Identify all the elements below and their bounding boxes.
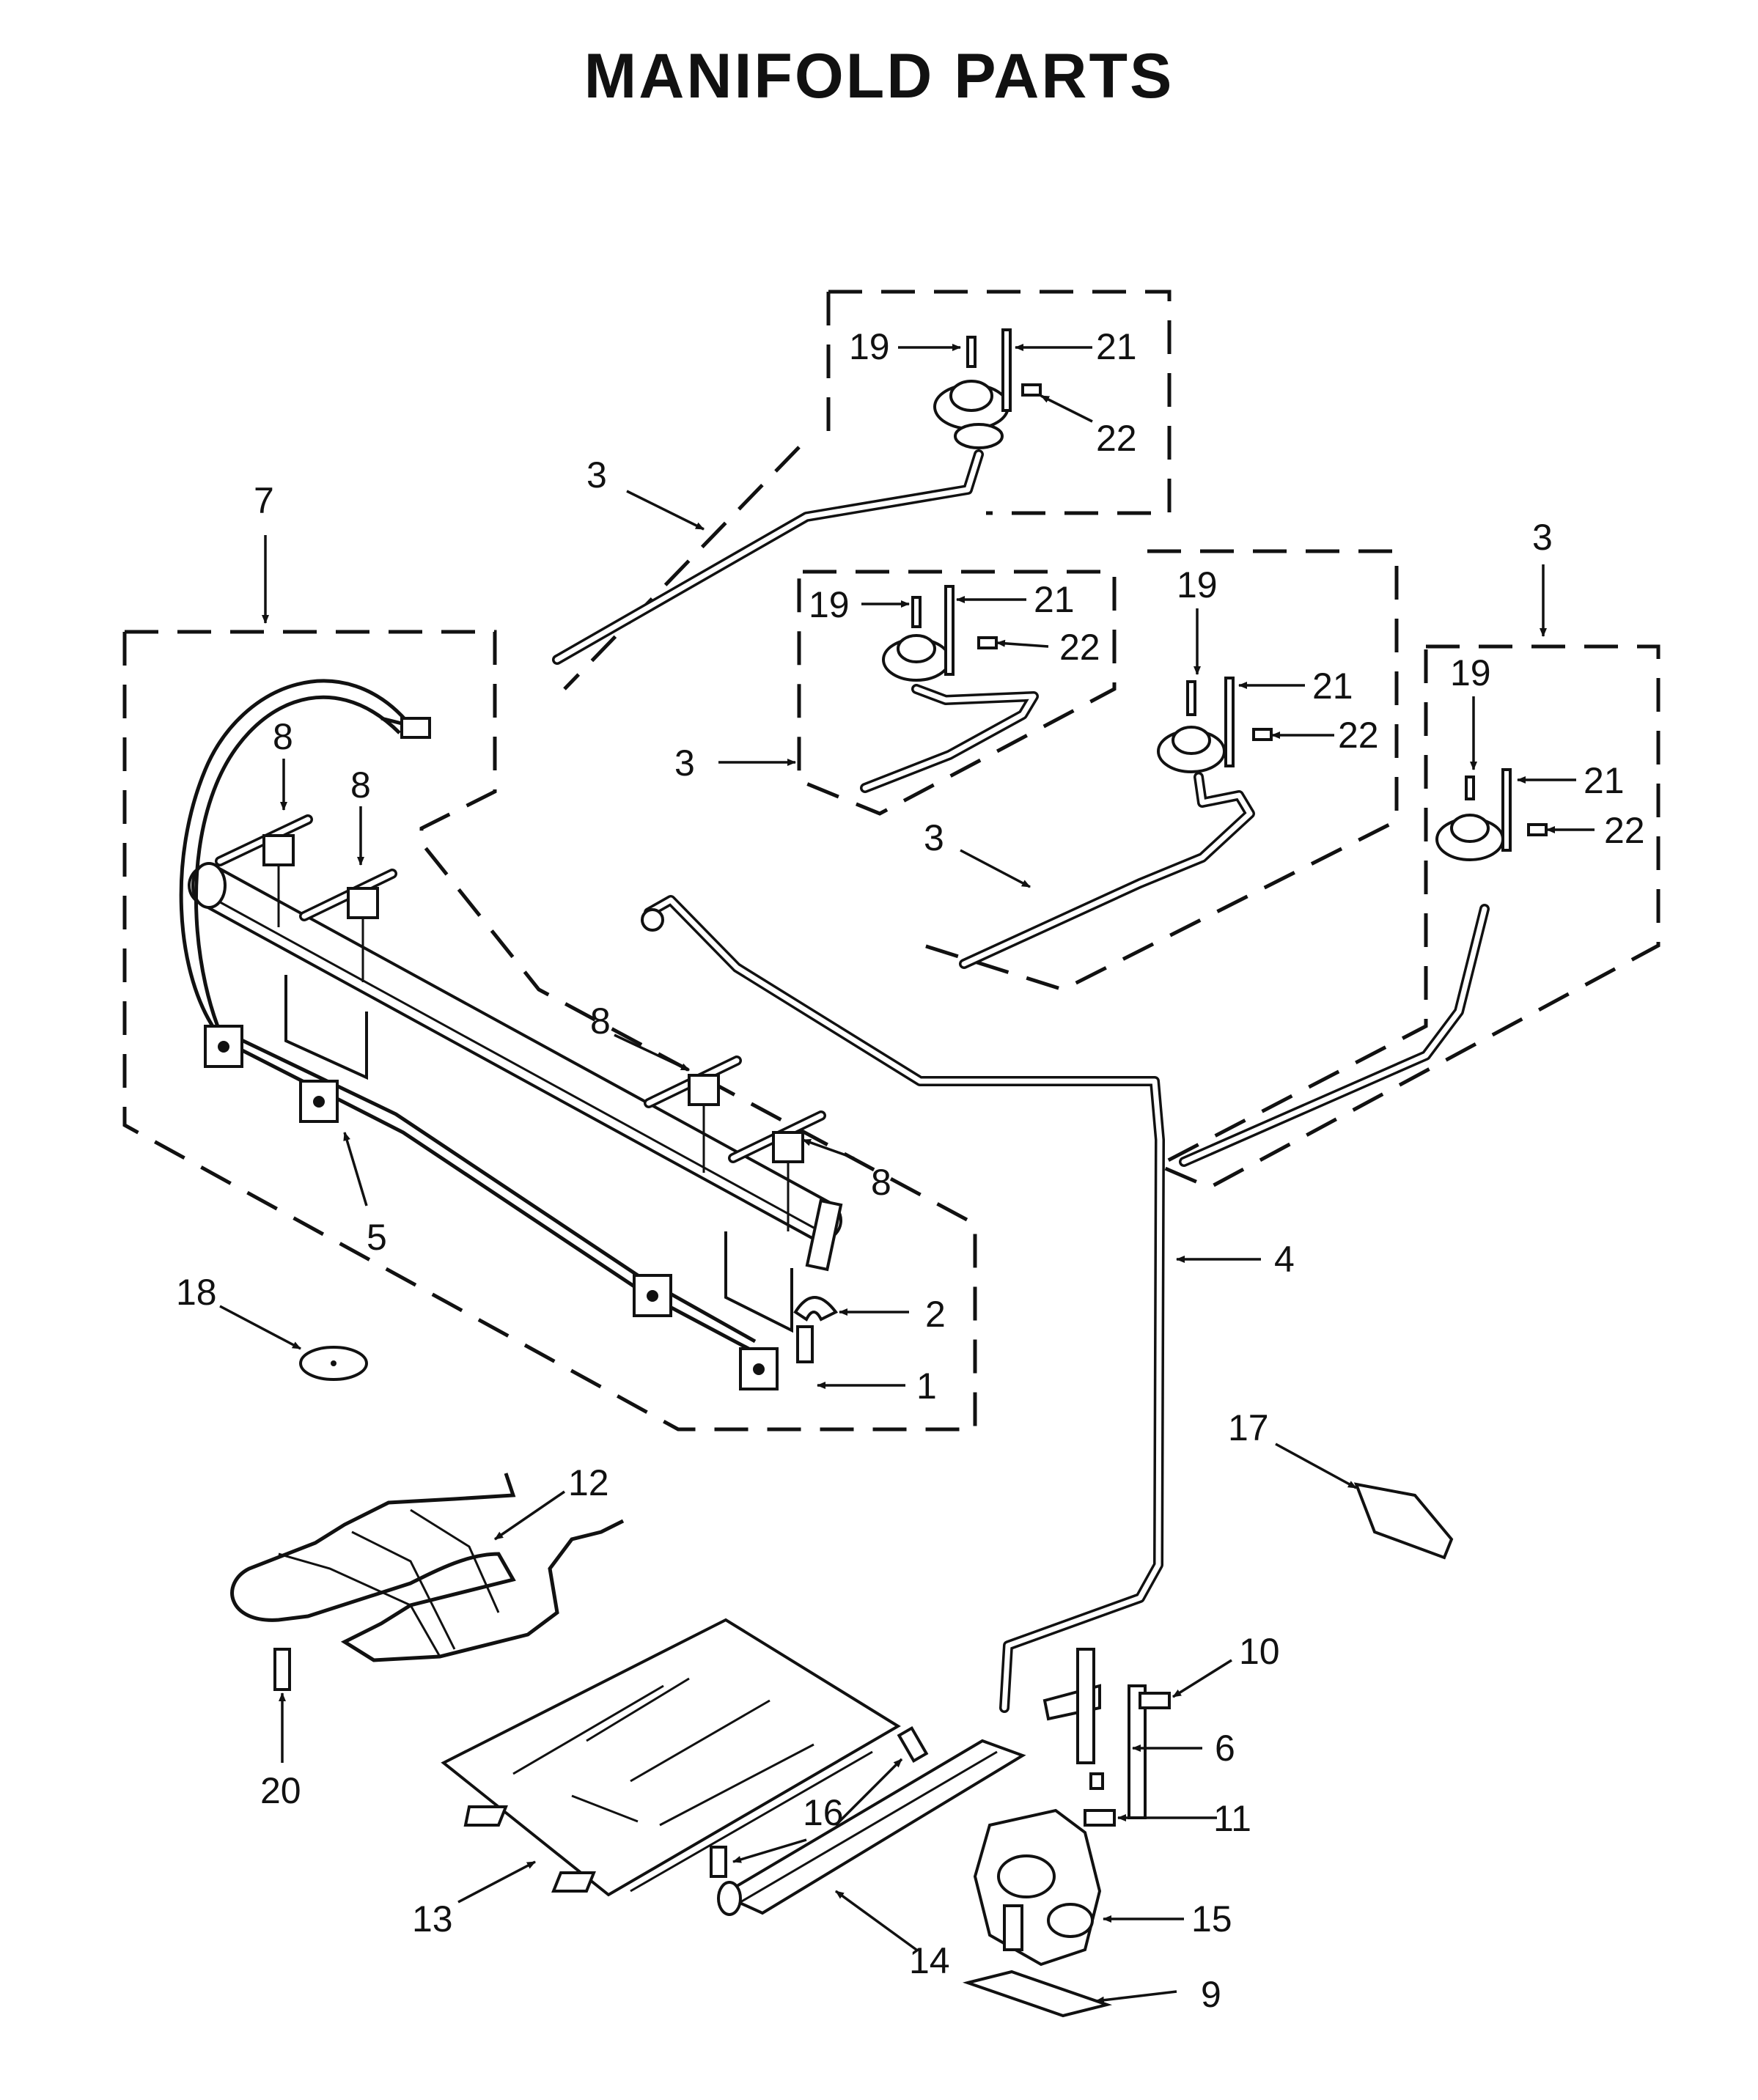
lower-parts [230, 1296, 1454, 2018]
valve-thermocouple [944, 585, 955, 676]
diagram-title: MANIFOLD PARTS [584, 41, 1174, 111]
callout-15: 15 [1191, 1898, 1232, 1939]
burner-valves [882, 328, 1548, 861]
element-screw [273, 1648, 291, 1691]
valve-right [1157, 677, 1273, 773]
callout-8: 8 [871, 1162, 891, 1203]
callout-8: 8 [590, 1001, 611, 1042]
valve-screw-11 [1084, 1809, 1116, 1827]
callout-14: 14 [909, 1940, 950, 1981]
callout-20: 20 [260, 1770, 301, 1811]
ignitor-clip-1 [204, 1025, 243, 1068]
screw [796, 1325, 814, 1363]
valve-clip [1021, 383, 1042, 397]
orifice-holder-4 [728, 1110, 826, 1231]
ignitor-clip-4 [739, 1347, 779, 1390]
orifice-holders [215, 814, 826, 1231]
callout-19: 19 [1177, 564, 1218, 605]
callout-21: 21 [1096, 326, 1137, 367]
valve-thermocouple [1501, 768, 1512, 852]
orifice-holder-2 [299, 869, 397, 982]
callout-22: 22 [1096, 418, 1137, 459]
burner-screw-2 [710, 1846, 727, 1878]
callout-21: 21 [1034, 579, 1075, 620]
manifold-pipe [188, 862, 843, 1333]
callout-4: 4 [1274, 1239, 1295, 1280]
callout-3: 3 [674, 743, 695, 784]
valve-clip [1527, 823, 1548, 836]
callout-16: 16 [803, 1792, 844, 1833]
callout-22: 22 [1338, 715, 1379, 756]
valve-clip [1252, 728, 1273, 741]
callout-3: 3 [586, 454, 607, 495]
group-outline-middle-valve [797, 570, 1117, 816]
callout-3: 3 [924, 817, 944, 858]
manifold-end-bracket [805, 1198, 843, 1272]
tube-fitting [641, 908, 664, 932]
callout-13: 13 [412, 1898, 453, 1939]
manifold-bracket-right [724, 1231, 793, 1333]
callout-21: 21 [1312, 666, 1353, 707]
valve-screw [966, 336, 977, 368]
group-outline-right-valve [923, 549, 1399, 992]
group-outline-far-right-valve [1154, 644, 1660, 1190]
callout-8: 8 [350, 765, 371, 806]
orifice-holder-1 [215, 814, 313, 927]
callout-17: 17 [1228, 1407, 1269, 1448]
burner-screw [897, 1725, 929, 1764]
callout-1: 1 [916, 1366, 937, 1407]
callout-19: 19 [809, 584, 850, 625]
callout-11: 11 [1213, 1798, 1251, 1839]
leader-arrows [219, 344, 1595, 2004]
callout-22: 22 [1059, 627, 1100, 668]
callout-12: 12 [568, 1462, 609, 1503]
broil-element [230, 1473, 625, 1662]
clamp [793, 1296, 839, 1322]
valve-thermocouple [1001, 328, 1012, 412]
valve-screw [911, 596, 922, 628]
group-outline-burner-assembly [122, 630, 977, 1432]
callout-10: 10 [1239, 1631, 1280, 1672]
callout-22: 22 [1604, 810, 1645, 851]
group-outline-top-valve [563, 290, 1172, 690]
callout-8: 8 [273, 716, 293, 757]
manifold-end-cap [191, 862, 227, 909]
valve-clip [977, 636, 998, 649]
bracket-screw [1139, 1692, 1171, 1709]
spark-module [1353, 1482, 1454, 1560]
valve-screw [1186, 680, 1196, 716]
wire-harness [179, 679, 779, 1390]
callout-18: 18 [176, 1272, 217, 1313]
valve-top [933, 328, 1042, 449]
callout-21: 21 [1584, 760, 1625, 801]
gas-tubes [552, 449, 1490, 1713]
valve-middle [882, 585, 998, 682]
callout-7: 7 [254, 480, 274, 521]
valve-thermocouple [1224, 677, 1235, 767]
callout-6: 6 [1215, 1728, 1235, 1769]
valve-far-right [1435, 768, 1548, 861]
orifice-holder-3 [644, 1055, 742, 1173]
callout-19: 19 [1450, 652, 1491, 693]
manifold-bracket-left [284, 975, 368, 1080]
callout-5: 5 [367, 1217, 387, 1258]
callout-2: 2 [925, 1294, 946, 1335]
callout-3: 3 [1532, 517, 1553, 558]
callout-labels: 19 21 22 3 7 19 21 22 19 21 22 3 19 21 2… [176, 326, 1645, 2015]
callout-9: 9 [1201, 1974, 1221, 2015]
oven-ignitor [1076, 1648, 1095, 1764]
valve-label [962, 1970, 1113, 2018]
group-outlines [122, 290, 1660, 1432]
callout-19: 19 [849, 326, 890, 367]
harness-connector [400, 717, 431, 739]
valve-screw [1465, 775, 1475, 800]
